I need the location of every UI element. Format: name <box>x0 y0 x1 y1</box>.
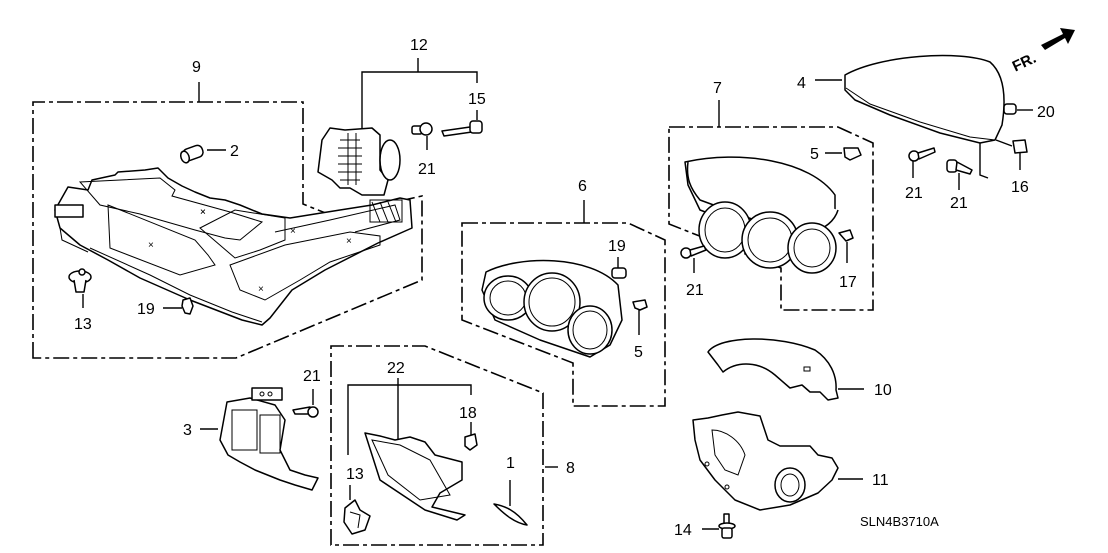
front-direction-indicator: FR. <box>1010 28 1075 75</box>
callout-6[interactable]: 6 <box>578 178 587 195</box>
callout-12[interactable]: 12 <box>410 37 428 54</box>
vent-part[interactable] <box>317 127 401 196</box>
front-arrow-icon <box>1041 28 1075 50</box>
glove-box-part[interactable] <box>364 432 466 521</box>
part-17-clip[interactable] <box>838 229 854 242</box>
callout-10[interactable]: 10 <box>874 382 892 399</box>
callout-11[interactable]: 11 <box>872 472 889 489</box>
part-13-clip[interactable] <box>68 268 92 293</box>
part-16-nut[interactable] <box>1012 139 1028 154</box>
part-19-clip[interactable] <box>181 297 194 315</box>
diagram-code: SLN4B3710A <box>860 514 939 529</box>
callout-4[interactable]: 4 <box>797 75 806 92</box>
switch-bracket-part[interactable] <box>219 387 319 491</box>
callout-5-panel[interactable]: 5 <box>810 146 819 163</box>
fr-label: FR. <box>1010 50 1039 76</box>
meter-hood-part[interactable] <box>844 54 1005 144</box>
callout-20[interactable]: 20 <box>1037 104 1055 121</box>
svg-text:×: × <box>200 207 206 218</box>
callout-5-visor[interactable]: 5 <box>634 344 643 361</box>
part-21-screw-hood-1[interactable] <box>908 147 936 162</box>
callout-17[interactable]: 17 <box>839 274 857 291</box>
lower-cover-part[interactable]: × × × × × × <box>54 167 413 326</box>
callout-21-panel[interactable]: 21 <box>686 282 704 299</box>
meter-visor-part[interactable] <box>481 259 623 358</box>
callout-8[interactable]: 8 <box>566 460 575 477</box>
part-14-screw[interactable] <box>718 513 736 539</box>
svg-text:×: × <box>290 226 296 237</box>
callout-19-left[interactable]: 19 <box>137 301 155 318</box>
callout-21-hood-2[interactable]: 21 <box>950 195 968 212</box>
group-7: 7 5 17 21 <box>668 80 874 311</box>
group-12: 12 15 21 <box>317 37 486 196</box>
svg-text:×: × <box>258 284 264 295</box>
callout-3[interactable]: 3 <box>183 422 192 439</box>
part-19-clip-visor[interactable] <box>611 267 627 279</box>
callout-9[interactable]: 9 <box>192 59 201 76</box>
part-5-clip-panel[interactable] <box>843 147 862 161</box>
callout-19-visor[interactable]: 19 <box>608 238 626 255</box>
svg-text:×: × <box>148 240 154 251</box>
callout-1[interactable]: 1 <box>506 455 515 472</box>
group-9: 9 × × × × × × 2 <box>32 59 423 359</box>
group-6: 6 19 5 <box>461 178 666 407</box>
lower-column-cover-part[interactable] <box>692 411 839 511</box>
callout-21-vent[interactable]: 21 <box>418 161 436 178</box>
callout-21-bracket[interactable]: 21 <box>303 368 321 385</box>
callout-2[interactable]: 2 <box>230 143 239 160</box>
group-8: 8 22 18 13 1 <box>330 345 575 546</box>
callout-14[interactable]: 14 <box>674 522 692 539</box>
callout-7[interactable]: 7 <box>713 80 722 97</box>
svg-text:×: × <box>346 236 352 247</box>
callout-21-hood-1[interactable]: 21 <box>905 185 923 202</box>
callout-22[interactable]: 22 <box>387 360 405 377</box>
part-1-pad[interactable] <box>493 503 528 526</box>
callout-18[interactable]: 18 <box>459 405 477 422</box>
part-18-clip[interactable] <box>464 433 478 451</box>
upper-column-cover-part[interactable] <box>707 338 839 401</box>
part-15-bolt[interactable] <box>441 120 483 137</box>
part-13-latch[interactable] <box>343 499 371 535</box>
group-3: 3 21 <box>183 368 321 491</box>
meter-panel-part[interactable] <box>684 156 839 274</box>
part-20-clip[interactable] <box>1003 103 1017 115</box>
group-14: 14 <box>674 513 736 539</box>
part-21-screw-bracket[interactable] <box>292 406 319 418</box>
part-21-bolt-vent[interactable] <box>411 122 433 136</box>
callout-15[interactable]: 15 <box>468 91 486 108</box>
callout-16[interactable]: 16 <box>1011 179 1029 196</box>
svg-text:×: × <box>200 207 206 218</box>
group-4: 4 20 16 21 21 <box>797 54 1055 212</box>
group-11: 11 <box>692 411 889 511</box>
part-21-screw-panel[interactable] <box>680 245 707 259</box>
part-2-collar[interactable] <box>179 144 204 164</box>
callout-13-top[interactable]: 13 <box>74 316 92 333</box>
part-21-screw-hood-2[interactable] <box>946 159 973 175</box>
part-5-clip-visor[interactable] <box>632 299 648 311</box>
group-10: 10 <box>707 338 892 401</box>
callout-13-glovebox[interactable]: 13 <box>346 466 364 483</box>
